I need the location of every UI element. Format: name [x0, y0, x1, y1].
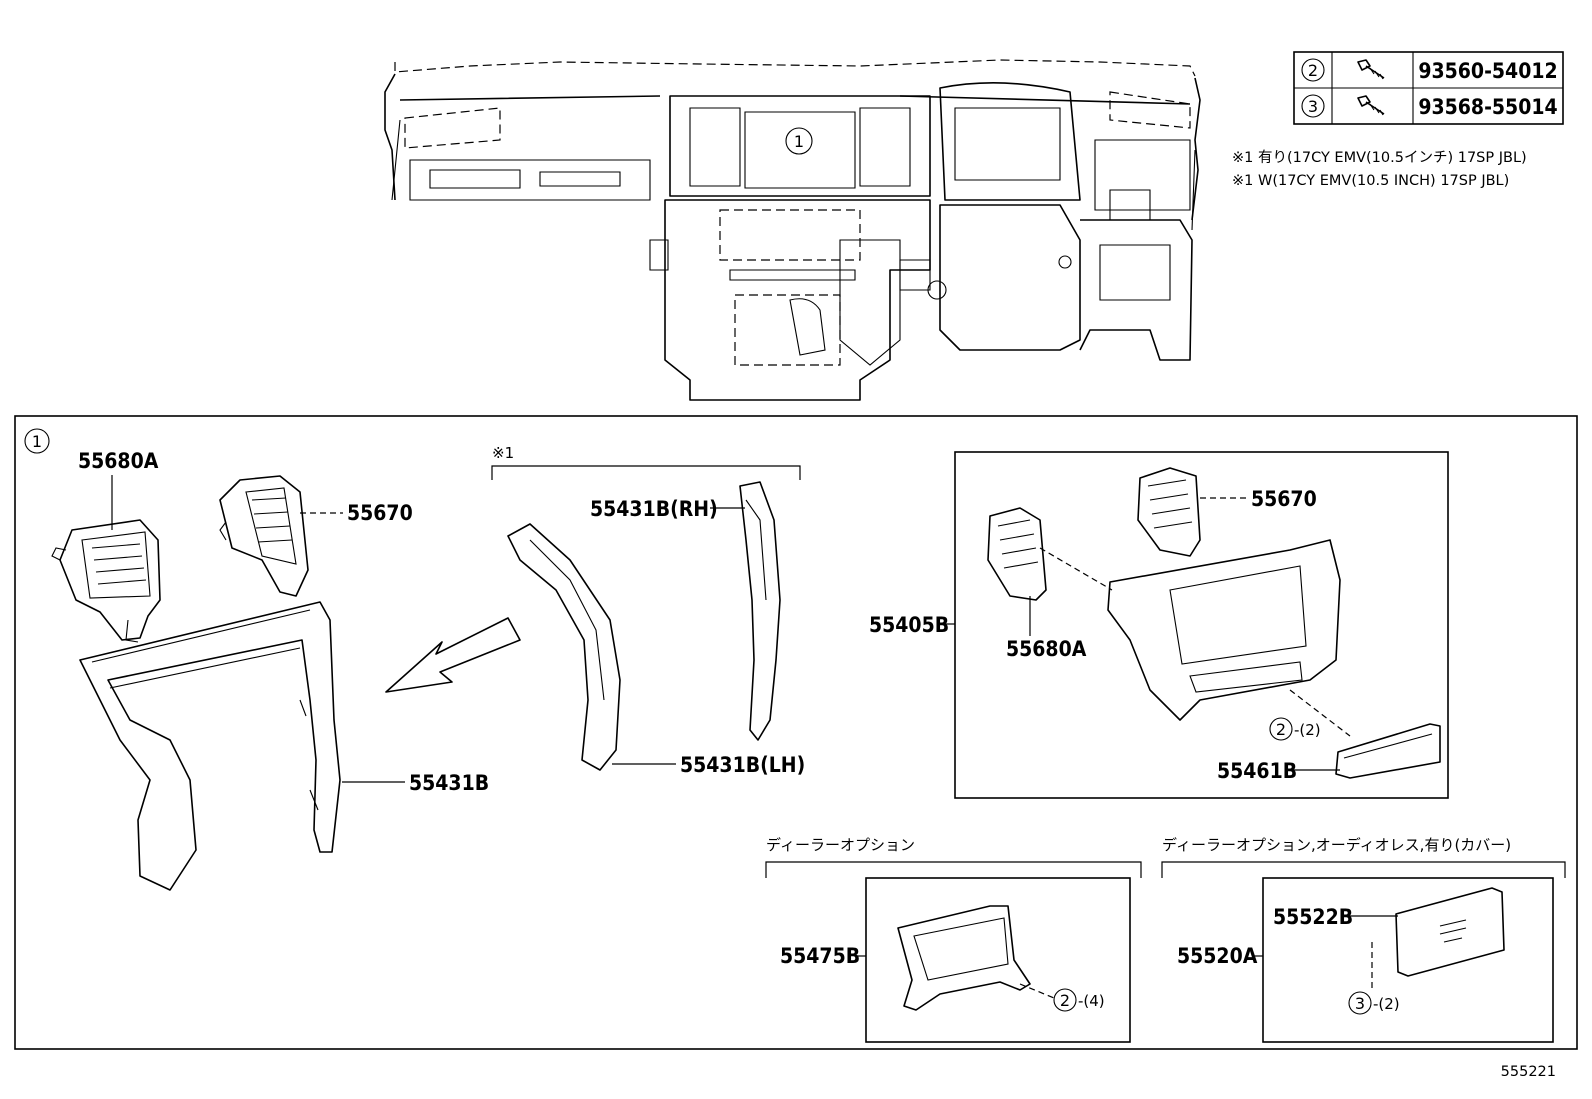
label-dealer-cover-option: ディーラーオプション,オーディオレス,有り(カバー) [1162, 836, 1511, 854]
label-bezel-rh: 55431B(RH) [590, 497, 718, 521]
panel-vent-left [987, 507, 1047, 601]
fastener-table: 2 3 93560-54012 93568-55014 [1293, 51, 1564, 125]
bolt-icon [1357, 59, 1385, 80]
panel-vent-right [1137, 467, 1201, 557]
panel-bottom [1335, 723, 1441, 779]
detail-frame [14, 415, 1578, 1050]
label-bezel-lh: 55431B(LH) [680, 753, 805, 777]
label-dealer-option: ディーラーオプション [766, 836, 915, 854]
label-panel-bottom: 55461B [1217, 759, 1297, 783]
fastener-part-no-1: 93560-54012 [1418, 59, 1557, 83]
label-panel-vent-left: 55680A [1006, 637, 1087, 661]
dealer-cover-frame [1262, 877, 1554, 1043]
dashboard-overview: 1 [384, 59, 1201, 401]
ref-callout-panel-bottom: 2 [1276, 720, 1286, 739]
bezel-rh [739, 481, 781, 741]
label-cover-sub: 55522B [1273, 905, 1353, 929]
label-bezel-frame: 55431B [409, 771, 489, 795]
label-vent-left: 55680A [78, 449, 159, 473]
ref-callout-cover: 3 [1355, 994, 1365, 1013]
dealer-option-frame [865, 877, 1131, 1043]
label-vent-right: 55670 [347, 501, 413, 525]
qty-dealer-panel: -(4) [1078, 992, 1105, 1010]
cover [1395, 887, 1505, 977]
figure-number: 555221 [1501, 1064, 1556, 1080]
ref-callout-main-top [785, 127, 813, 155]
label-dealer-panel: 55475B [780, 944, 860, 968]
ref-callout-main-detail [24, 428, 50, 454]
direction-arrow [385, 617, 521, 693]
ref-callout-dealer-panel: 2 [1060, 991, 1070, 1010]
label-panel-vent-right: 55670 [1251, 487, 1317, 511]
qty-panel-bottom: -(2) [1294, 721, 1321, 739]
panel-assy [1107, 539, 1341, 721]
label-panel-assy: 55405B [869, 613, 949, 637]
bracket-mark: ※1 [492, 444, 514, 462]
ref-callout-main-top-number: 1 [794, 132, 804, 151]
note-jp: ※1 有り(17CY EMV(10.5インチ) 17SP JBL) [1232, 149, 1527, 166]
bezel-lh [507, 523, 621, 771]
bezel-frame [79, 601, 341, 891]
panel-assy-frame [954, 451, 1449, 799]
dealer-panel [897, 905, 1031, 1011]
fastener-ref-2: 3 [1308, 97, 1318, 116]
label-cover-assy: 55520A [1177, 944, 1258, 968]
qty-cover-sub: -(2) [1373, 995, 1400, 1013]
air-vent-right [219, 475, 309, 597]
bolt-icon [1357, 95, 1385, 116]
fastener-ref-1: 2 [1308, 61, 1318, 80]
fastener-part-no-2: 93568-55014 [1418, 95, 1557, 119]
note-en: ※1 W(17CY EMV(10.5 INCH) 17SP JBL) [1232, 173, 1509, 189]
ref-callout-main-detail-number: 1 [32, 432, 42, 451]
air-vent-left [51, 519, 161, 643]
